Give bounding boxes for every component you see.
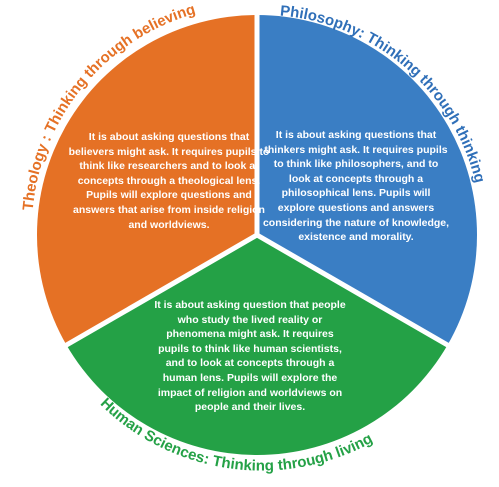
separator-line-right	[255, 232, 452, 349]
theology-segment	[36, 15, 258, 345]
philosophy-description: It is about asking questions that thinke…	[262, 129, 450, 244]
separator-line-left	[62, 232, 259, 349]
theology-description: It is about asking questions that believ…	[68, 131, 270, 231]
human-sciences-description: It is about asking question that people …	[154, 299, 346, 414]
philosophy-segment	[257, 15, 478, 345]
